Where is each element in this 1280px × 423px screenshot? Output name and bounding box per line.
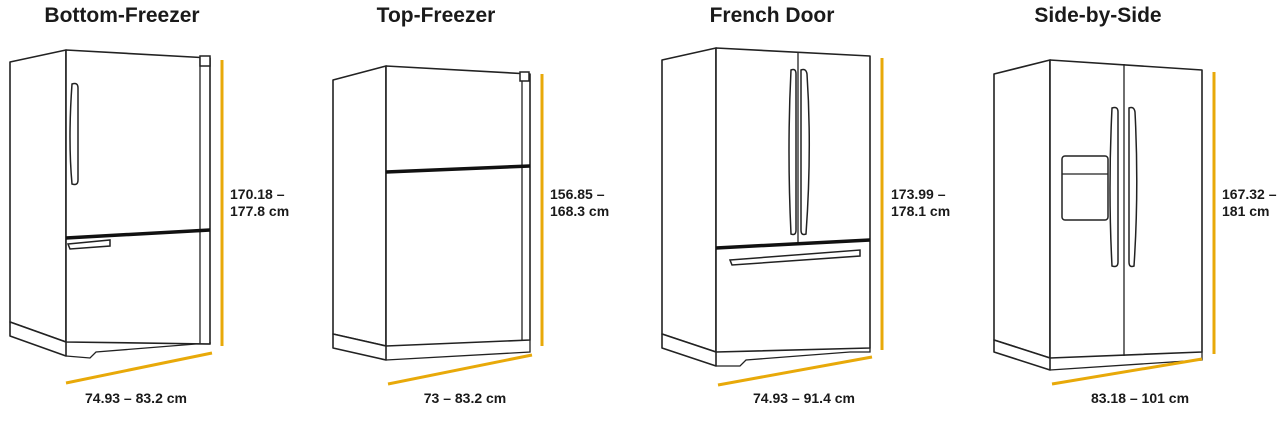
bottom-freezer-kick-plate bbox=[65, 342, 211, 359]
width-label-french-door: 74.93 – 91.4 cm bbox=[753, 390, 855, 406]
side-by-side-left-handle bbox=[1109, 106, 1119, 268]
french-door-fridge bbox=[661, 47, 884, 387]
french-door-drawer-handle bbox=[728, 249, 861, 266]
bottom-freezer-width-line bbox=[65, 351, 213, 385]
french-door-right-handle bbox=[800, 68, 811, 236]
height-label-line2: 177.8 cm bbox=[230, 203, 290, 219]
title-french-door: French Door bbox=[709, 4, 835, 27]
height-label-line1: 170.18 – bbox=[230, 186, 285, 202]
french-door-door-seam bbox=[715, 238, 871, 250]
height-label-line1: 167.32 – bbox=[1222, 186, 1277, 202]
french-door-width-line bbox=[717, 355, 873, 387]
bottom-freezer-hinge bbox=[199, 55, 211, 67]
top-freezer-fridge bbox=[332, 65, 544, 386]
title-top-freezer: Top-Freezer bbox=[376, 4, 496, 27]
side-by-side-fridge bbox=[993, 59, 1216, 386]
height-label-top-freezer: 156.85 – 168.3 cm bbox=[550, 186, 609, 220]
top-freezer-kick-plate bbox=[385, 340, 531, 361]
french-door-side-panel bbox=[661, 47, 717, 353]
side-by-side-side-panel bbox=[993, 59, 1051, 359]
bottom-freezer-fridge-handle bbox=[69, 82, 79, 186]
bottom-freezer-side-panel bbox=[9, 49, 67, 343]
title-bottom-freezer: Bottom-Freezer bbox=[44, 4, 200, 27]
french-door-kick-plate bbox=[716, 348, 871, 367]
bottom-freezer-body bbox=[65, 49, 211, 345]
height-label-line2: 168.3 cm bbox=[550, 203, 610, 219]
top-freezer-body bbox=[385, 65, 531, 347]
top-freezer-side-panel bbox=[332, 65, 387, 347]
height-label-bottom-freezer: 170.18 – 177.8 cm bbox=[230, 186, 289, 220]
bottom-freezer-door-seam bbox=[65, 228, 211, 240]
height-label-line1: 156.85 – bbox=[550, 186, 605, 202]
top-freezer-door-seam bbox=[385, 164, 531, 174]
height-label-line2: 181 cm bbox=[1222, 203, 1270, 219]
side-by-side-right-handle bbox=[1128, 106, 1138, 268]
top-freezer-width-line bbox=[387, 353, 533, 386]
width-label-bottom-freezer: 74.93 – 83.2 cm bbox=[85, 390, 187, 406]
bottom-freezer-fridge bbox=[9, 49, 224, 385]
bottom-freezer-drawer-handle bbox=[66, 239, 111, 250]
height-label-line2: 178.1 cm bbox=[891, 203, 951, 219]
french-door-left-handle bbox=[788, 68, 797, 236]
height-label-french-door: 173.99 – 178.1 cm bbox=[891, 186, 950, 220]
height-label-line1: 173.99 – bbox=[891, 186, 946, 202]
width-label-top-freezer: 73 – 83.2 cm bbox=[423, 390, 507, 406]
title-side-by-side: Side-by-Side bbox=[1034, 4, 1162, 27]
side-by-side-dispenser bbox=[1061, 155, 1109, 221]
height-label-side-by-side: 167.32 – 181 cm bbox=[1222, 186, 1277, 220]
top-freezer-hinge bbox=[519, 71, 530, 82]
side-by-side-width-line bbox=[1051, 357, 1203, 386]
width-label-side-by-side: 83.18 – 101 cm bbox=[1090, 390, 1190, 406]
